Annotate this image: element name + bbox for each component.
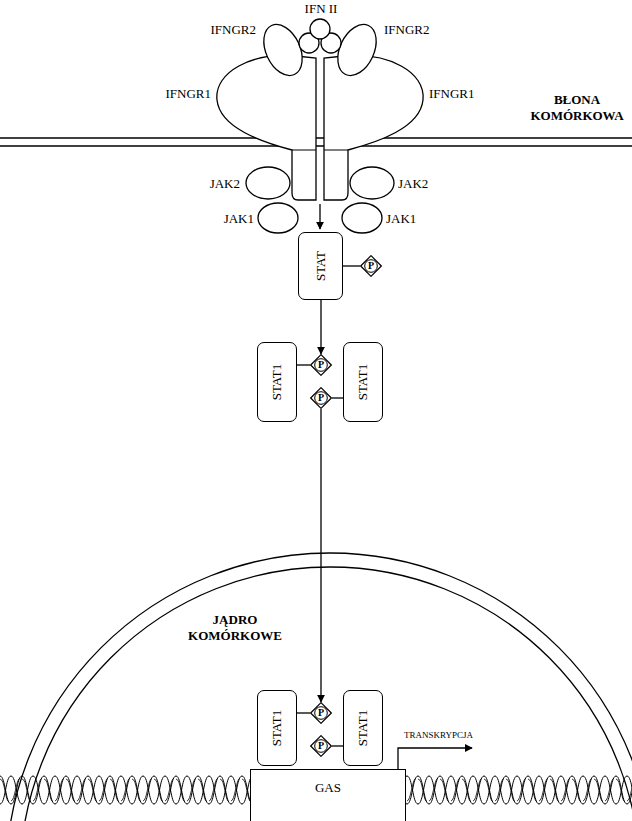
protein-label: STAT1 [270, 710, 285, 747]
jak-kinases [246, 167, 394, 233]
diamond-shape [311, 388, 332, 409]
phosphate-diamond: P [310, 702, 332, 724]
kinase-label: JAK1 [224, 211, 254, 227]
bond-line [297, 364, 310, 365]
protein-label: STAT1 [356, 710, 371, 747]
receptor-label: IFNGR1 [165, 86, 211, 102]
protein-label: GAS [315, 781, 341, 796]
gas-element-box: GAS [250, 769, 406, 821]
diamond-shape [311, 355, 332, 376]
flow-arrow [320, 409, 321, 702]
phosphate-diamond: P [310, 735, 332, 757]
stat1-box: STAT1 [257, 342, 297, 422]
phosphate-diamond: P [310, 387, 332, 409]
phosphate-label: P [310, 387, 332, 409]
bond-line [343, 265, 360, 266]
phosphate-diamond: P [310, 354, 332, 376]
bond-line [297, 712, 310, 713]
phosphate-label: P [310, 735, 332, 757]
phosphate-diamond: P [360, 255, 382, 277]
phosphate-label: P [360, 255, 382, 277]
protein-label: STAT1 [356, 364, 371, 401]
bond-line [332, 397, 343, 398]
transcription-arrow [398, 748, 472, 769]
receptor-label: IFNGR2 [210, 22, 256, 38]
protein-label: STAT1 [270, 364, 285, 401]
activation-arrow [319, 204, 320, 229]
protein-label: STAT [313, 251, 328, 281]
ifn-ligand [299, 19, 341, 53]
stat1-box: STAT1 [343, 342, 383, 422]
kinase-label: JAK2 [398, 176, 428, 192]
phosphate-label: P [310, 354, 332, 376]
flow-arrow [320, 300, 321, 354]
kinase-label: JAK2 [210, 176, 240, 192]
diamond-shape [311, 736, 332, 757]
diamond-shape [311, 703, 332, 724]
kinase-label: JAK1 [386, 211, 416, 227]
phosphate-label: P [310, 702, 332, 724]
stat-box: STAT [298, 232, 343, 300]
diamond-shape [361, 256, 382, 277]
bond-line [332, 745, 343, 746]
receptor-label: IFNGR2 [384, 22, 430, 38]
ligand-label: IFN II [305, 1, 338, 17]
region-label: BŁONA KOMÓRKOWA [526, 92, 628, 123]
stat1-box: STAT1 [257, 690, 297, 766]
receptor-label: IFNGR1 [429, 86, 475, 102]
region-label: JĄDRO KOMÓRKOWE [185, 612, 285, 643]
stat1-box: STAT1 [343, 690, 383, 766]
process-label: TRANSKRYPCJA [404, 730, 473, 741]
